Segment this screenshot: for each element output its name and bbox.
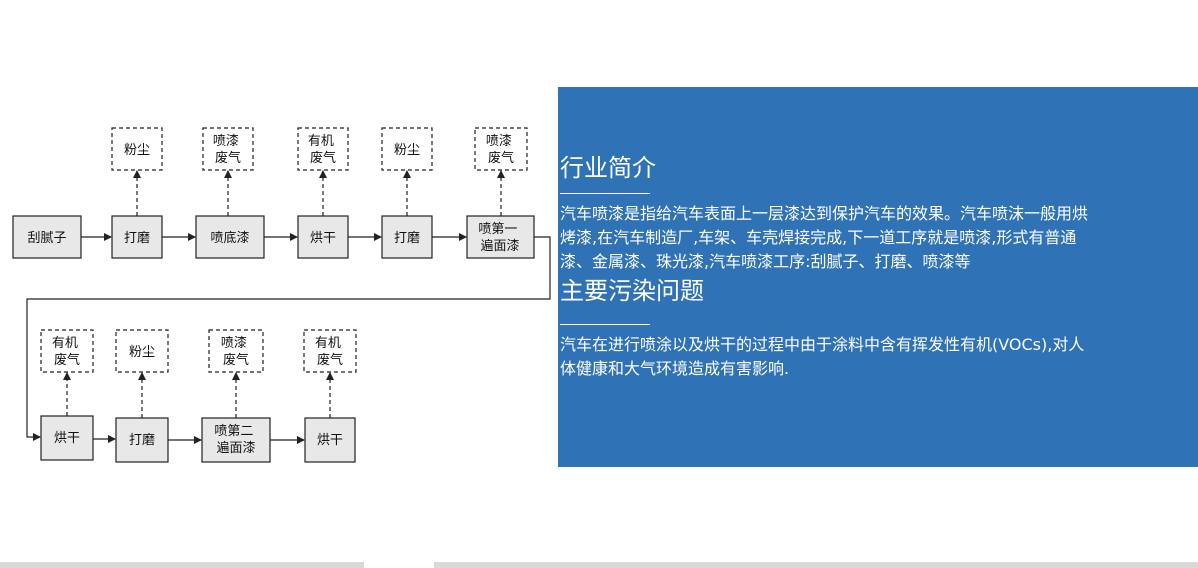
row2-emission-4-label: 有机 废气 [315,336,345,368]
row1-emission-4: 有机 废气 [297,127,349,171]
row2-step-2: 打磨 [115,417,169,463]
row1-step-6: 喷第一 遍面漆 [466,215,535,259]
row1-step-3-label: 喷底漆 [210,230,249,246]
intro-title: 行业简介 [560,154,656,182]
row1-step-4: 烘干 [297,215,349,259]
row1-step-2-label: 打磨 [124,231,150,246]
row1-emission-3: 喷漆 废气 [202,127,254,171]
intro-text: 汽车喷漆是指给汽车表面上一层漆达到保护汽车的效果。汽车喷沫一般用烘 烤漆,在汽车… [560,202,1188,274]
row2-emission-2-label: 粉尘 [129,345,155,360]
row-connector [26,236,551,441]
row2-emission-4-line2: 废气 [317,352,343,368]
row1-step-5: 打磨 [381,215,433,259]
pollution-line-2: 体健康和大气环境造成有害影响. [560,359,790,378]
row1-emission-6-label: 喷漆 废气 [486,133,516,166]
intro-line-1: 汽车喷漆是指给汽车表面上一层漆达到保护汽车的效果。汽车喷沫一般用烘 [560,204,1089,223]
row1-step-6-line1: 喷第一 [478,222,517,237]
row1-step-1-label: 刮腻子 [27,231,66,246]
pollution-divider [560,324,650,325]
row1-emission-3-line2: 废气 [215,150,241,166]
row1-emission-4-label: 有机 废气 [308,134,338,166]
row2-emission-1: 有机 废气 [40,329,94,373]
row1-step-3: 喷底漆 [195,215,265,259]
row1-step-4-label: 烘干 [310,231,336,246]
pollution-line-1: 汽车在进行喷涂以及烘干的过程中由于涂料中含有挥发性有机(VOCs),对人 [560,335,1085,354]
row1-step-5-label: 打磨 [394,231,420,246]
row2-step-4-label: 烘干 [317,433,343,448]
row1-emission-2-label: 粉尘 [124,143,150,158]
row2-step-3-label: 喷第二 遍面漆 [214,424,257,456]
row1-emission-4-line1: 有机 [308,134,334,149]
process-flow-diagram: 刮腻子 打磨 喷底漆 烘干 打磨 喷第一 遍面漆 粉尘 喷漆 废气 [12,127,551,463]
row1-step-1: 刮腻子 [12,215,82,259]
row2-emission-1-line2: 废气 [54,352,80,368]
row2-emission-4-line1: 有机 [315,336,341,351]
row2-emission-3-label: 喷漆 废气 [221,335,251,368]
row1-emission-6-line2: 废气 [488,150,514,166]
intro-line-3: 漆、金属漆、珠光漆,汽车喷漆工序:刮腻子、打磨、喷漆等 [560,252,971,271]
row1-emission-5-label: 粉尘 [394,143,420,158]
row2-emission-2: 粉尘 [115,329,169,373]
row1-step-6-line2: 遍面漆 [480,238,519,254]
row2-step-2-label: 打磨 [129,433,155,448]
pollution-title: 主要污染问题 [560,277,704,305]
bottom-strip-right [434,562,1198,568]
row1-step-2: 打磨 [111,215,163,259]
row1-emission-4-line2: 废气 [310,150,336,166]
intro-divider [560,193,650,194]
row1-emission-3-line1: 喷漆 [213,133,239,149]
row2-step-1: 烘干 [40,415,94,461]
row1-step-6-label: 喷第一 遍面漆 [478,222,521,254]
row1-emission-2: 粉尘 [111,127,163,171]
row2-emission-1-label: 有机 废气 [52,336,82,368]
row2-emission-4: 有机 废气 [303,329,357,373]
row1-emission-6: 喷漆 废气 [474,127,528,171]
pollution-text: 汽车在进行喷涂以及烘干的过程中由于涂料中含有挥发性有机(VOCs),对人 体健康… [560,333,1188,381]
row2-emission-3-line1: 喷漆 [221,335,247,351]
row2-emission-1-line1: 有机 [52,336,78,351]
row2-emission-3-line2: 废气 [223,352,249,368]
row2-emission-3: 喷漆 废气 [208,329,264,373]
bottom-strip-left [0,562,364,568]
info-panel: 行业简介 汽车喷漆是指给汽车表面上一层漆达到保护汽车的效果。汽车喷沫一般用烘 烤… [558,87,1198,467]
row2-step-3-line2: 遍面漆 [216,440,255,456]
pollution-section: 主要污染问题 汽车在进行喷涂以及烘干的过程中由于涂料中含有挥发性有机(VOCs)… [560,276,1188,381]
row2-step-1-label: 烘干 [54,431,80,446]
intro-line-2: 烤漆,在汽车制造厂,车架、车壳焊接完成,下一道工序就是喷漆,形式有普通 [560,228,1077,247]
row1-emission-5: 粉尘 [381,127,433,171]
row2-step-4: 烘干 [304,417,356,463]
row1-emission-6-line1: 喷漆 [486,133,512,149]
row2-step-3: 喷第二 遍面漆 [201,417,271,463]
intro-section: 行业简介 汽车喷漆是指给汽车表面上一层漆达到保护汽车的效果。汽车喷沫一般用烘 烤… [560,153,1188,274]
row1-emission-3-label: 喷漆 废气 [213,133,243,166]
row2-step-3-line1: 喷第二 [214,424,253,439]
